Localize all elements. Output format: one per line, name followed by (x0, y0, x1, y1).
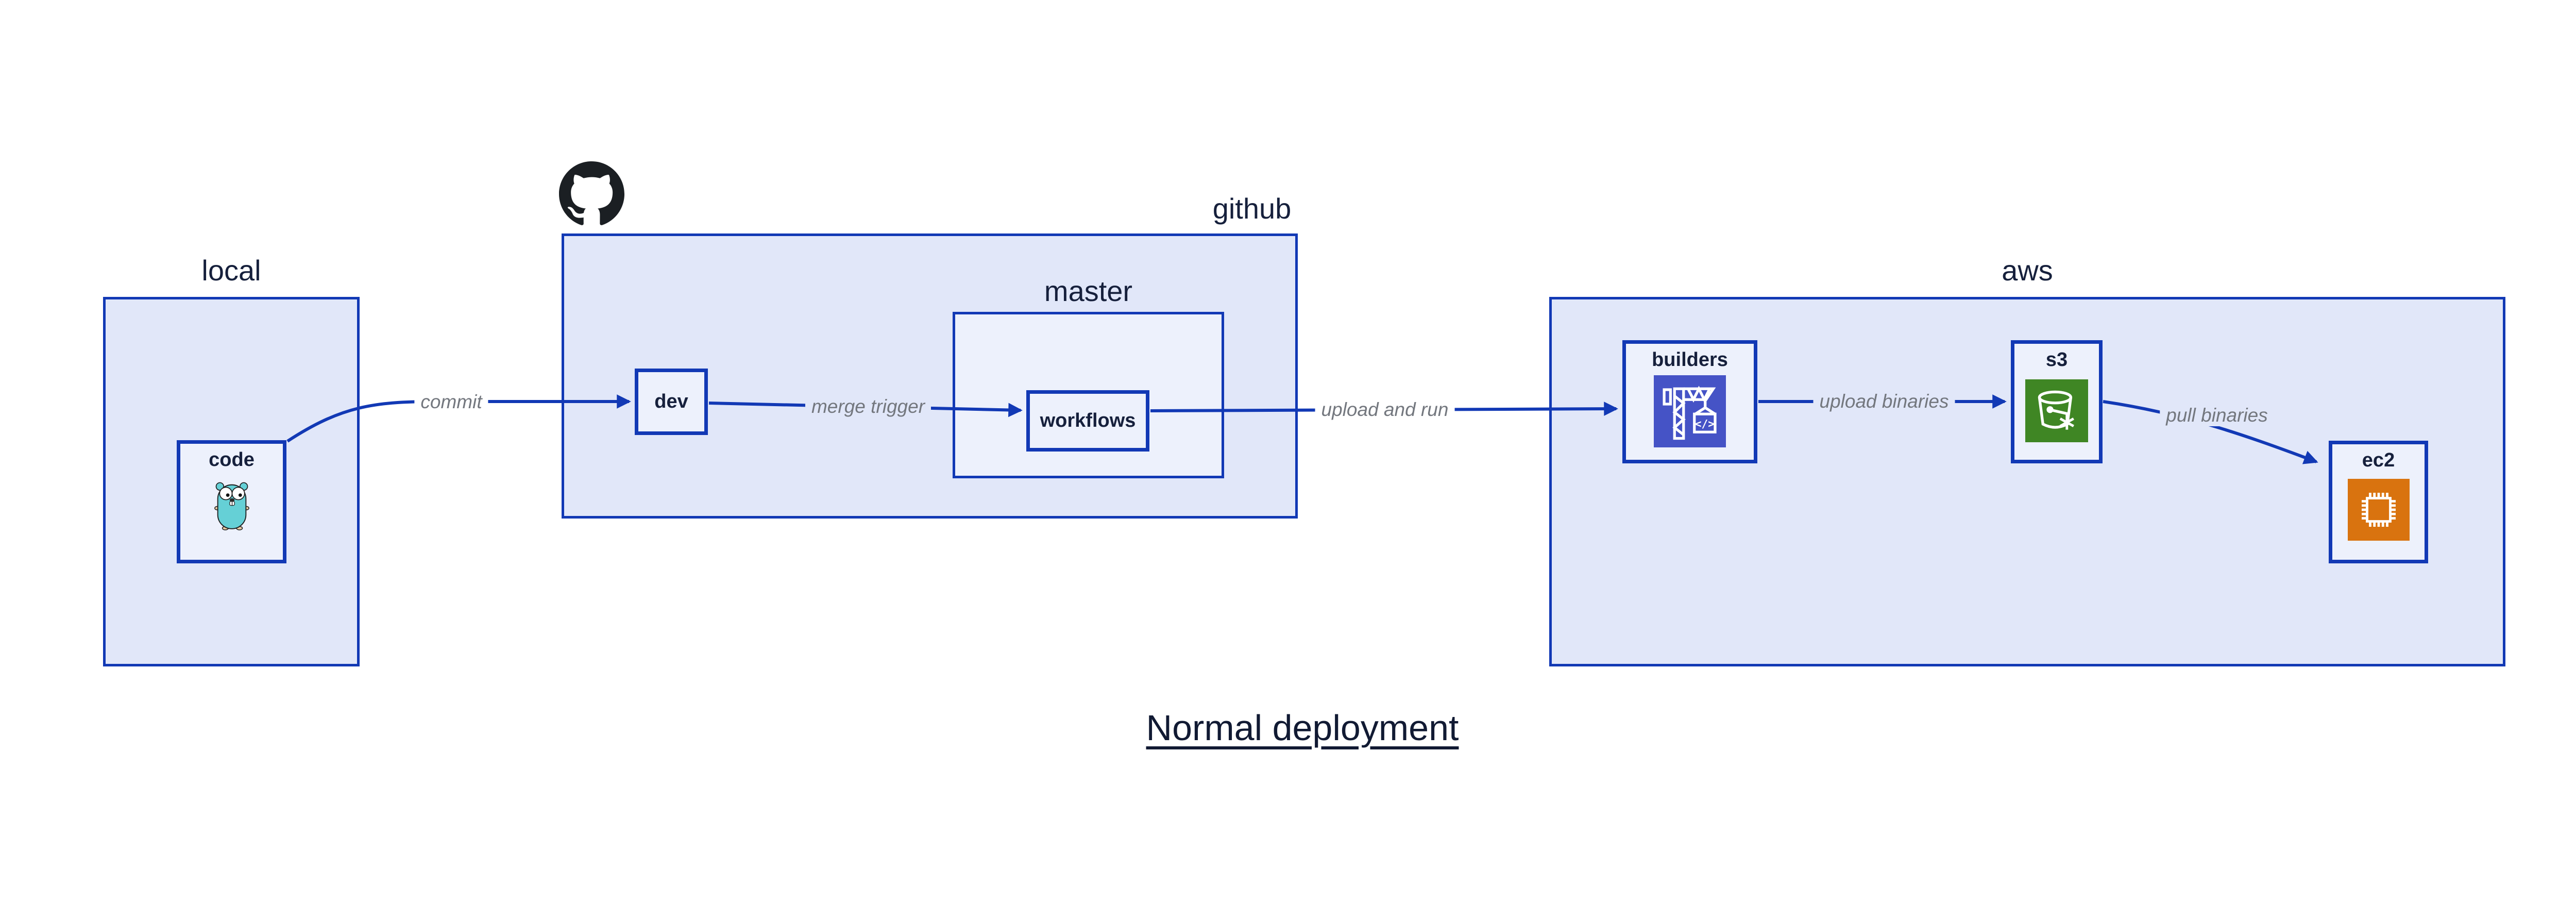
master-group-label: master (1044, 275, 1133, 307)
code-node-label: code (209, 449, 255, 471)
github-group-label: github (1212, 192, 1292, 225)
s3-node: s3 (2011, 340, 2103, 463)
pull-binaries-edge-label: pull binaries (2160, 405, 2274, 426)
go-gopher-icon (212, 478, 251, 533)
diagram-title: Normal deployment (1146, 708, 1459, 748)
upload-and-run-edge-label: upload and run (1315, 399, 1455, 421)
ec2-chip-icon (2347, 479, 2410, 543)
commit-edge-label: commit (414, 391, 488, 413)
s3-bucket-icon (2025, 379, 2088, 445)
merge-trigger-edge-label: merge trigger (805, 396, 931, 417)
builders-node-label: builders (1652, 349, 1728, 371)
ec2-node: ec2 (2329, 441, 2428, 563)
workflows-node: workflows (1026, 390, 1149, 452)
aws-group-label: aws (2002, 254, 2053, 287)
local-group-label: local (201, 254, 261, 287)
dev-node-label: dev (654, 391, 688, 412)
s3-node-label: s3 (2045, 349, 2068, 371)
github-octocat-icon (559, 161, 624, 227)
ec2-node-label: ec2 (2362, 449, 2395, 471)
dev-node: dev (635, 369, 708, 435)
svg-text:</>: </> (1695, 418, 1715, 430)
workflows-node-label: workflows (1040, 410, 1136, 431)
codebuild-crane-icon: </> (1654, 375, 1726, 450)
builders-node: builders </> (1622, 340, 1757, 463)
upload-binaries-edge-label: upload binaries (1813, 391, 1955, 412)
code-node: code (177, 440, 286, 563)
